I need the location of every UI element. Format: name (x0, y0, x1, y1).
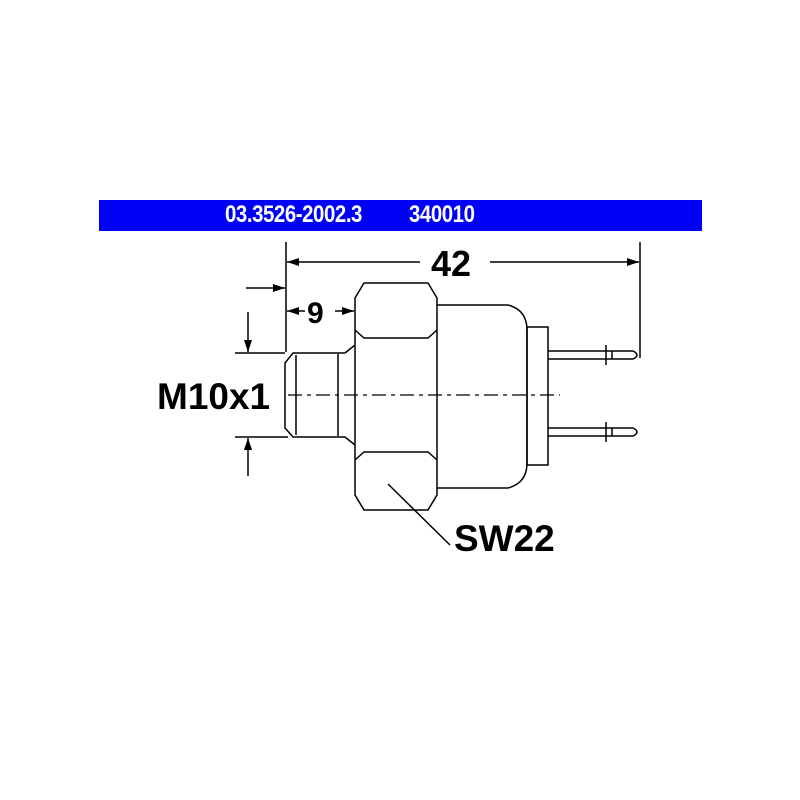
thread-label: M10x1 (157, 376, 270, 417)
part-number: 03.3526-2002.3 (225, 201, 362, 228)
terminal-pin-top (548, 350, 638, 360)
hex-nut (354, 282, 438, 511)
dim-label-9: 9 (307, 297, 324, 330)
part-number-banner: 03.3526-2002.3 340010 (99, 200, 702, 231)
sw22-leader (387, 483, 451, 546)
switch-body (437, 304, 528, 489)
dim-label-42: 42 (431, 243, 471, 284)
wrench-size-label: SW22 (454, 518, 555, 559)
reference-number: 340010 (409, 201, 475, 228)
terminal-pin-bottom (548, 427, 638, 437)
connector-cap (526, 326, 549, 466)
threaded-stem (284, 344, 356, 446)
